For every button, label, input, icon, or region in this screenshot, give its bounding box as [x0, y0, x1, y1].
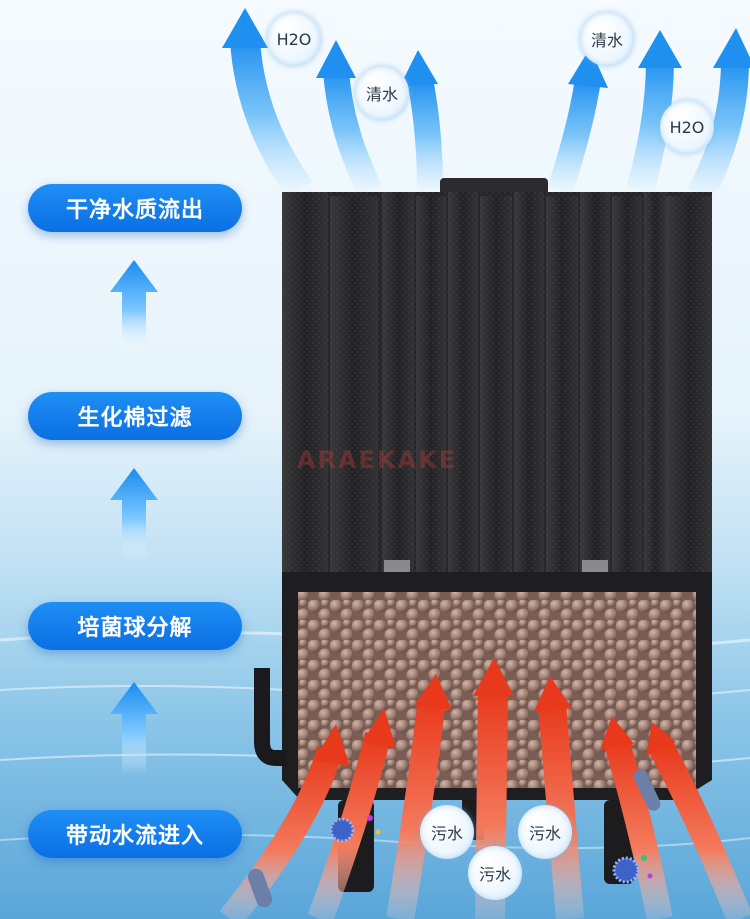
bubble-dirty-water: 污水: [518, 805, 572, 859]
bubble-h2o: H2O: [267, 12, 321, 66]
stage-label-bio-balls: 培菌球分解: [28, 602, 242, 650]
bubble-dirty-water: 污水: [420, 805, 474, 859]
stage-label-water-intake: 带动水流进入: [28, 810, 242, 858]
up-arrow-icon: [110, 260, 158, 774]
bio-sponge-panels: [282, 192, 712, 572]
bubble-dirty-water: 污水: [468, 846, 522, 900]
brand-watermark: ARAEKAKE: [296, 446, 458, 474]
clean-water-arrow-icon: [222, 8, 750, 202]
stage-label-bio-sponge: 生化棉过滤: [28, 392, 242, 440]
bubble-clean-water: 清水: [580, 12, 634, 66]
bubble-clean-water: 清水: [355, 66, 409, 120]
stage-label-clean-outflow: 干净水质流出: [28, 184, 242, 232]
bacteria-icon: [247, 769, 661, 908]
bubble-h2o: H2O: [660, 100, 714, 154]
